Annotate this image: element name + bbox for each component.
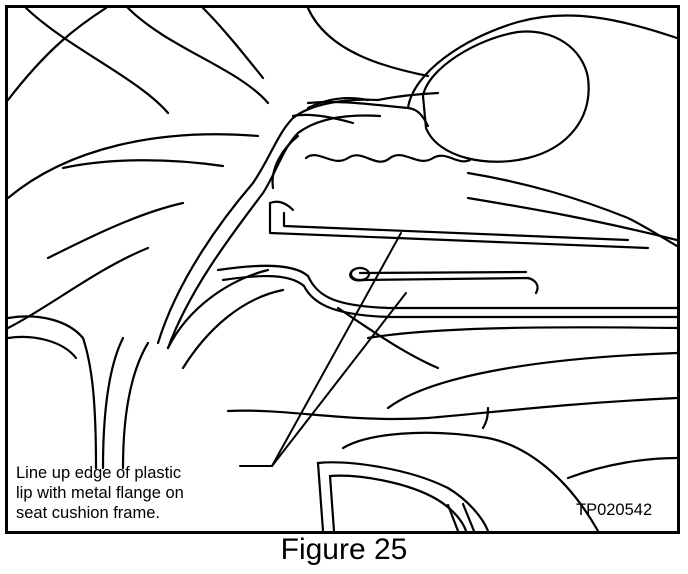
illustration-frame: Line up edge of plastic lip with metal f… [5, 5, 680, 534]
callout-line-2: lip with metal flange on [16, 484, 184, 502]
seat-cover-fabric [8, 8, 270, 330]
seat-frame-lower [8, 268, 677, 531]
figure-caption: Figure 25 [280, 533, 408, 566]
plastic-lip [156, 91, 472, 350]
leader-lines [239, 232, 407, 467]
metal-flange [216, 200, 677, 319]
callout-text: Line up edge of plastic lip with metal f… [16, 463, 184, 523]
callout-line-1: Line up edge of plastic [16, 464, 182, 482]
seat-cushion-line-drawing [8, 8, 677, 531]
callout-line-3: seat cushion frame. [16, 504, 160, 522]
cushion-pad [306, 8, 677, 248]
figure-code: TP020542 [576, 501, 653, 519]
